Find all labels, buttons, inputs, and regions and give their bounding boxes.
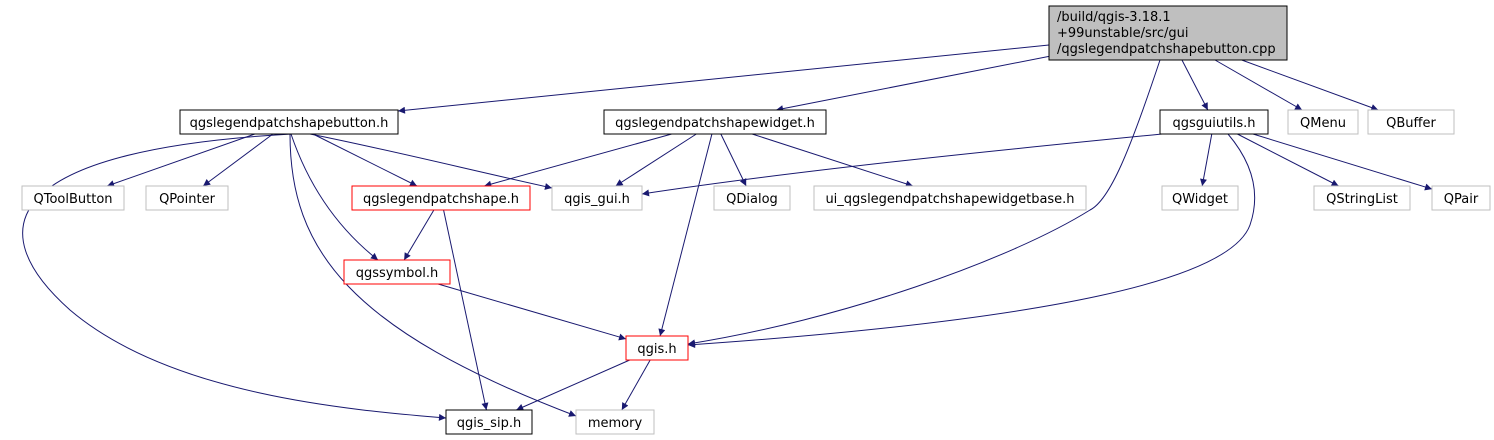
node-label: ui_qgslegendpatchshapewidgetbase.h	[825, 192, 1074, 207]
edge-button_h-to-shape_h	[312, 133, 418, 187]
node-label: QPointer	[159, 192, 216, 207]
node-box	[445, 409, 533, 435]
node-sip-h[interactable]: qgis_sip.h	[445, 409, 533, 435]
node-ui-base-h[interactable]: ui_qgslegendpatchshapewidgetbase.h	[813, 185, 1087, 211]
node-label: qgslegendpatchshapewidget.h	[615, 116, 815, 131]
node-box	[813, 185, 1087, 211]
node-qtoolbutton[interactable]: QToolButton	[21, 185, 125, 211]
edge-root-to-button_h	[397, 44, 1050, 114]
node-box	[713, 185, 791, 211]
node-label: qgslegendpatchshape.h	[363, 192, 519, 207]
edge-widget_h-to-qgis_h	[658, 133, 713, 337]
node-label: qgssymbol.h	[356, 266, 439, 281]
node-box	[343, 259, 451, 285]
node-guiutils-h[interactable]: qgsguiutils.h	[1159, 109, 1269, 135]
edge-root-to-guiutils_h	[1181, 59, 1209, 111]
edge-button_h-to-sip_h	[22, 133, 447, 421]
node-label: QDialog	[726, 192, 778, 207]
node-label: /build/qgis-3.18.1	[1057, 10, 1171, 25]
edge-root-to-qbuffer	[1241, 59, 1379, 111]
edge-widget_h-to-ui_base_h	[751, 133, 914, 188]
node-label: QWidget	[1172, 192, 1228, 207]
edge-shape_h-to-symbol_h	[403, 209, 435, 261]
node-button-h[interactable]: qgslegendpatchshapebutton.h	[179, 109, 399, 135]
edge-button_h-to-memory	[289, 133, 577, 417]
node-label: QToolButton	[33, 192, 112, 207]
node-label: QMenu	[1300, 116, 1346, 131]
node-box	[1367, 109, 1455, 135]
node-box	[1161, 185, 1239, 211]
edge-root-to-qmenu	[1214, 59, 1303, 111]
node-qgis-h[interactable]: qgis.h	[625, 335, 689, 361]
node-box	[1159, 109, 1269, 135]
node-box	[351, 185, 531, 211]
edge-button_h-to-symbol_h	[290, 133, 379, 261]
edge-qgis_h-to-memory	[621, 359, 651, 411]
edge-symbol_h-to-qgis_h	[437, 283, 627, 341]
edge-widget_h-to-qdialog	[720, 133, 747, 187]
node-box	[21, 185, 125, 211]
node-qbuffer[interactable]: QBuffer	[1367, 109, 1455, 135]
node-shape-h[interactable]: qgslegendpatchshape.h	[351, 185, 531, 211]
node-label: qgis.h	[637, 342, 676, 357]
node-box	[575, 409, 655, 435]
edge-guiutils_h-to-qstringlist	[1237, 133, 1339, 187]
edge-guiutils_h-to-qwidget	[1200, 133, 1213, 187]
node-box	[625, 335, 689, 361]
node-qstringlist[interactable]: QStringList	[1313, 185, 1411, 211]
node-qpair[interactable]: QPair	[1431, 185, 1491, 211]
node-memory[interactable]: memory	[575, 409, 655, 435]
edge-button_h-to-qtoolbutton	[106, 133, 256, 187]
node-box	[1048, 5, 1288, 61]
node-widget-h[interactable]: qgslegendpatchshapewidget.h	[603, 109, 827, 135]
node-root[interactable]: /build/qgis-3.18.1+99unstable/src/gui/qg…	[1048, 5, 1288, 61]
node-box	[551, 185, 643, 211]
node-label: QBuffer	[1386, 116, 1436, 131]
edge-button_h-to-gui_h	[309, 133, 553, 190]
edge-shape_h-to-sip_h	[443, 209, 489, 411]
edge-root-to-qgis_h	[687, 59, 1161, 347]
edge-button_h-to-qpointer	[202, 133, 274, 187]
node-box	[1287, 109, 1359, 135]
edge-widget_h-to-shape_h	[484, 133, 672, 188]
node-box	[1313, 185, 1411, 211]
node-gui-h[interactable]: qgis_gui.h	[551, 185, 643, 211]
node-label: /qgslegendpatchshapebutton.cpp	[1057, 42, 1276, 57]
node-label: +99unstable/src/gui	[1057, 26, 1188, 41]
node-qpointer[interactable]: QPointer	[145, 185, 229, 211]
edge-qgis_h-to-sip_h	[516, 359, 630, 411]
node-label: QPair	[1444, 192, 1479, 207]
node-box	[145, 185, 229, 211]
edge-root-to-widget_h	[775, 55, 1050, 113]
edge-guiutils_h-to-gui_h	[641, 133, 1163, 197]
node-label: memory	[588, 416, 643, 431]
node-symbol-h[interactable]: qgssymbol.h	[343, 259, 451, 285]
node-qwidget[interactable]: QWidget	[1161, 185, 1239, 211]
node-label: qgsguiutils.h	[1172, 116, 1255, 131]
edge-guiutils_h-to-qgis_h	[687, 133, 1256, 349]
node-label: qgslegendpatchshapebutton.h	[190, 116, 389, 131]
node-qmenu[interactable]: QMenu	[1287, 109, 1359, 135]
node-layer: /build/qgis-3.18.1+99unstable/src/gui/qg…	[21, 5, 1491, 435]
edge-widget_h-to-gui_h	[615, 133, 697, 187]
node-box	[1431, 185, 1491, 211]
node-label: QStringList	[1326, 192, 1398, 207]
node-box	[179, 109, 399, 135]
edge-layer	[22, 44, 1433, 421]
node-label: qgis_gui.h	[564, 192, 630, 207]
node-label: qgis_sip.h	[457, 416, 521, 431]
node-box	[603, 109, 827, 135]
edge-guiutils_h-to-qpair	[1252, 133, 1433, 191]
node-qdialog[interactable]: QDialog	[713, 185, 791, 211]
